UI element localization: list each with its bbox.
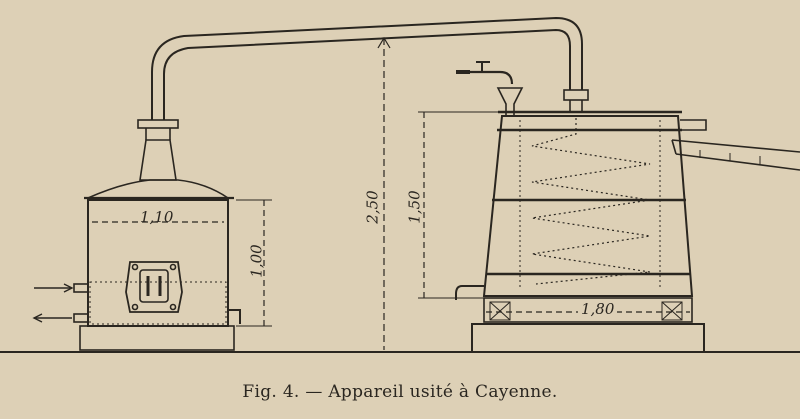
neck-cone (139, 139, 177, 181)
boiler-dome (87, 179, 229, 199)
water-trough (671, 139, 800, 171)
boiler-base (79, 325, 235, 351)
boiler-body (87, 199, 229, 327)
condenser-height-label: 1,50 (405, 190, 424, 224)
boiler-width-label: 1,10 (140, 208, 174, 226)
condenser-base (471, 323, 705, 353)
swan-neck-pipe (137, 16, 589, 181)
condenser-base-label: 1,80 (578, 300, 618, 318)
funnel (496, 87, 524, 117)
water-tap (470, 70, 514, 85)
boiler-liquid (89, 281, 227, 325)
boiler (32, 179, 272, 351)
condenser-tub (482, 115, 694, 297)
manhole (125, 261, 183, 313)
pipe-flange (563, 89, 589, 101)
figure-caption: Fig. 4. — Appareil usité à Cayenne. (242, 382, 558, 402)
cooling-coil (531, 118, 651, 285)
spirit-outlet (455, 285, 484, 300)
total-height-label: 2,50 (363, 190, 382, 224)
boiler-height-label: 1,00 (247, 244, 266, 278)
condenser (418, 61, 800, 353)
